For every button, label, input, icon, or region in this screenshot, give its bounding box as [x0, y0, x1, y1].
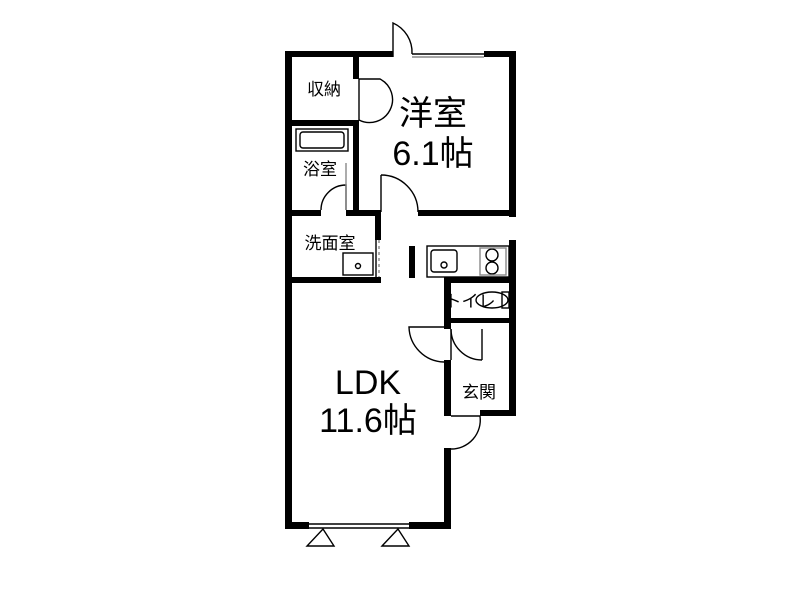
washroom-label: 洗面室: [305, 234, 356, 253]
ldk-size: 11.6帖: [319, 402, 417, 440]
bath-label: 浴室: [303, 160, 337, 179]
toilet-label: トイレ: [445, 292, 496, 311]
room-labels: 収納 洋室 6.1帖 浴室 洗面室 トイレ 玄関 LDK 11.6帖: [303, 80, 496, 440]
walls: [285, 51, 516, 529]
western-room-name: 洋室: [399, 95, 467, 133]
entrance-label: 玄関: [462, 383, 496, 402]
ldk-name: LDK: [335, 364, 401, 402]
fixtures: [295, 21, 510, 547]
western-room-size: 6.1帖: [392, 135, 473, 173]
storage-label: 収納: [307, 80, 341, 99]
